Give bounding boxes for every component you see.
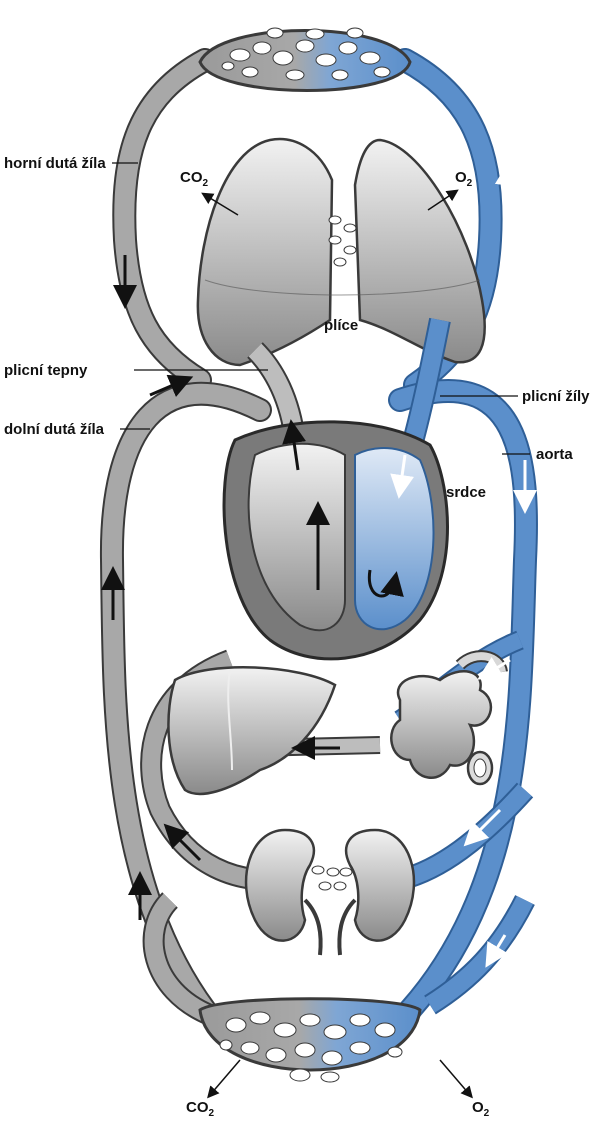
label-o2-body: O2 [472,1099,490,1119]
label-pulmonary-arteries: plicní tepny [4,362,88,379]
heart [224,422,447,659]
label-o2-lungs: O2 [455,169,473,189]
kidneys [246,830,414,955]
liver [168,667,335,794]
label-heart: srdce [446,484,486,501]
label-lungs: plíce [324,317,358,334]
label-inferior-vena-cava: dolní dutá žíla [4,421,105,438]
label-co2-lungs: CO2 [180,169,209,189]
right-kidney [246,830,314,941]
label-aorta: aorta [536,446,573,463]
label-pulmonary-veins: plicní žíly [522,388,590,405]
label-co2-body: CO2 [186,1099,215,1119]
left-kidney [346,830,414,941]
superior-vena-cava-vessel [124,60,205,380]
lower-capillary-bed [200,999,420,1082]
label-superior-vena-cava: horní dutá žíla [4,155,106,172]
upper-capillary-bed [200,28,410,91]
right-lung [198,139,332,365]
